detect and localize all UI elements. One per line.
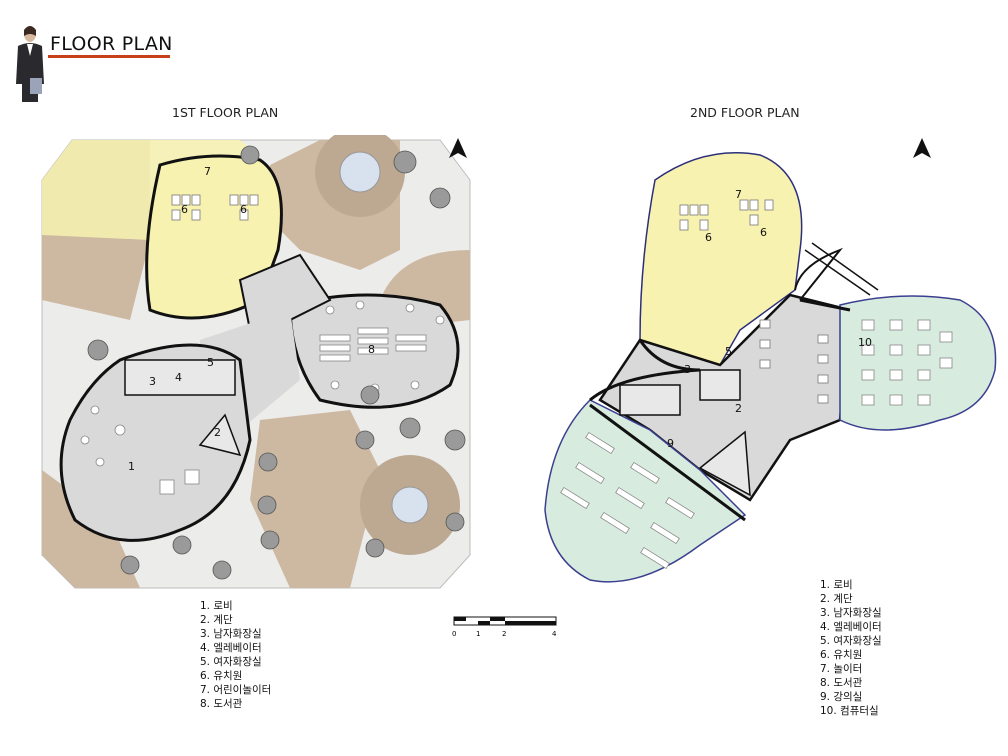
room-number: 7: [204, 165, 211, 178]
scale-bar: 0 1 2 4: [452, 616, 557, 638]
legend-item: 6. 유치원: [820, 649, 863, 661]
first-floor-plan: 7 6 6 5 4 3 2 1 8: [41, 135, 471, 589]
second-floor-plan: 7 6 6 5 3 2 9 10: [544, 138, 997, 583]
scale-tick: 0: [452, 630, 456, 638]
room-number: 2: [214, 426, 221, 439]
legend-item: 1. 로비: [820, 579, 853, 591]
tree: [355, 430, 375, 450]
legend-item: 8. 도서관: [820, 677, 863, 689]
legend-item: 7. 어린이놀이터: [200, 684, 272, 696]
room-number: 7: [735, 188, 742, 201]
legend-item: 3. 남자화장실: [200, 628, 262, 640]
room-number: 1: [128, 460, 135, 473]
page-title: FLOOR PLAN: [50, 33, 173, 55]
second-floor-title: 2ND FLOOR PLAN: [690, 105, 800, 120]
core-restrooms: [124, 359, 236, 396]
tree: [172, 535, 192, 555]
room-number: 6: [760, 226, 767, 239]
classroom-area: [544, 399, 747, 583]
tree: [360, 385, 380, 405]
scale-tick: 4: [552, 630, 557, 638]
legend-item: 6. 유치원: [200, 670, 243, 682]
scale-tick: 2: [502, 630, 506, 638]
room-number: 4: [175, 371, 182, 384]
tree: [257, 495, 277, 515]
tree: [445, 512, 465, 532]
scale-tick: 1: [476, 630, 480, 638]
tree: [260, 530, 280, 550]
room-number: 3: [149, 375, 156, 388]
room-number: 6: [705, 231, 712, 244]
tree: [120, 555, 140, 575]
legend-item: 2. 계단: [820, 593, 853, 605]
first-floor-title: 1ST FLOOR PLAN: [172, 105, 279, 120]
legend-item: 10. 컴퓨터실: [820, 705, 879, 717]
legend-item: 4. 엘레베이터: [200, 642, 262, 654]
tree: [444, 429, 466, 451]
legend-item: 8. 도서관: [200, 698, 243, 710]
legend-item: 5. 여자화장실: [200, 656, 262, 668]
room-number: 5: [207, 356, 214, 369]
room-number: 6: [240, 203, 247, 216]
tree: [87, 339, 109, 361]
room-number: 5: [725, 345, 732, 358]
room-number: 2: [735, 402, 742, 415]
legend-item: 2. 계단: [200, 614, 233, 626]
tree: [393, 150, 417, 174]
room-number: 8: [368, 343, 375, 356]
core-restrooms: [619, 384, 681, 416]
tree: [365, 538, 385, 558]
legend-item: 3. 남자화장실: [820, 607, 882, 619]
legend-item: 7. 놀이터: [820, 663, 863, 675]
stair: [198, 413, 242, 457]
presenter-figure: [16, 26, 44, 102]
room-number: 6: [181, 203, 188, 216]
tree: [399, 417, 421, 439]
tree: [212, 560, 232, 580]
room-number: 3: [684, 363, 691, 376]
first-floor-legend: 1. 로비 2. 계단 3. 남자화장실 4. 엘레베이터 5. 여자화장실 6…: [200, 599, 271, 711]
title-underline: [48, 55, 170, 58]
room-number: 10: [858, 336, 872, 349]
legend-item: 9. 강의실: [820, 691, 863, 703]
computer-room-area: [839, 295, 997, 431]
room-number: 9: [667, 437, 674, 450]
second-floor-legend: 1. 로비 2. 계단 3. 남자화장실 4. 엘레베이터 5. 여자화장실 6…: [820, 578, 882, 718]
legend-item: 1. 로비: [200, 600, 233, 612]
tree: [258, 452, 278, 472]
north-arrow-icon: [913, 138, 931, 158]
stair: [698, 430, 751, 497]
north-arrow-icon: [449, 138, 467, 158]
legend-item: 4. 엘레베이터: [820, 621, 882, 633]
tree: [240, 145, 260, 165]
tree: [429, 187, 451, 209]
legend-item: 5. 여자화장실: [820, 635, 882, 647]
